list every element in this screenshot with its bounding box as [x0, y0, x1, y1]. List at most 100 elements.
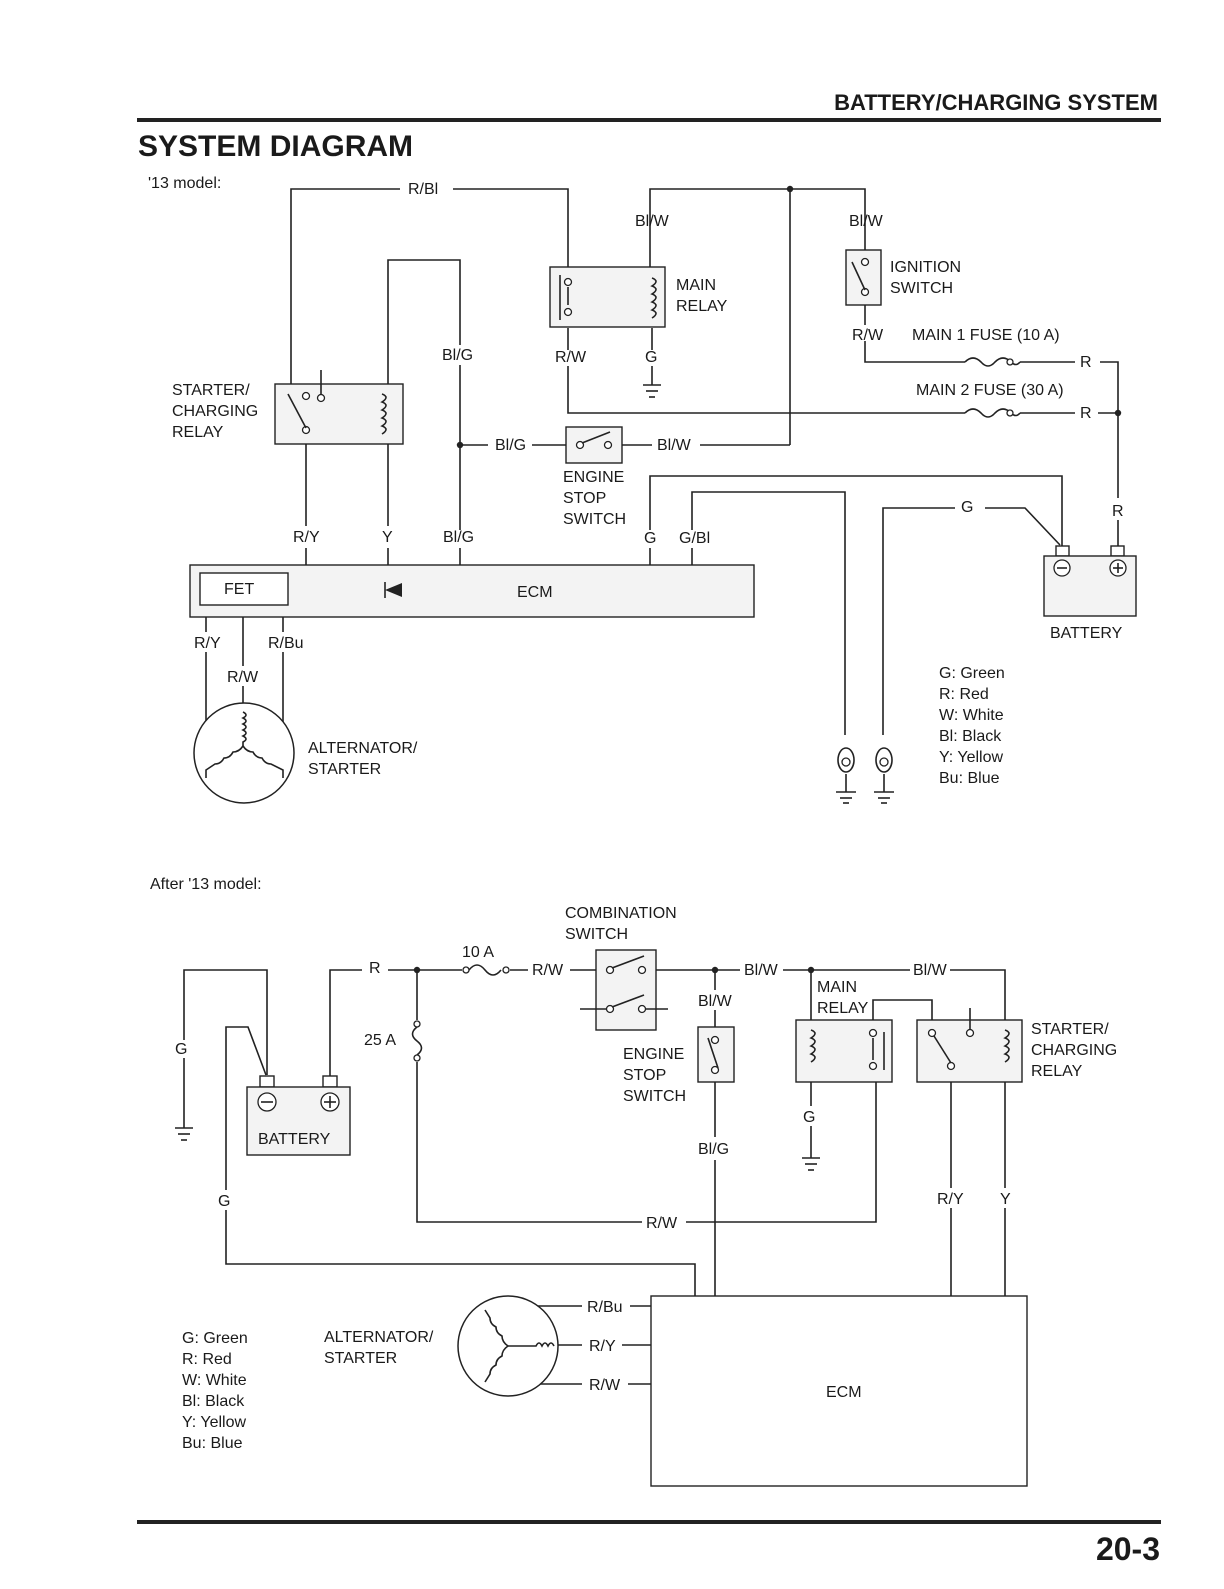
header-rule [137, 118, 1161, 122]
wire-label: Bl/G [442, 347, 473, 364]
main-relay-2013 [549, 266, 666, 328]
fet-box [199, 572, 289, 606]
engine-stop-label: ENGINE [623, 1046, 684, 1063]
wire-label: Bl/W [657, 437, 692, 454]
main-relay-label: MAIN [817, 979, 857, 996]
diagram-after-2013-model: After '13 model: [150, 876, 1117, 1487]
fet-label: FET [224, 581, 254, 598]
alternator-label: ALTERNATOR/ [308, 740, 418, 757]
wire-label: R/W [532, 962, 564, 979]
wire-label: G [175, 1041, 187, 1058]
engine-stop-label: SWITCH [623, 1088, 686, 1105]
ignition-switch-2013 [845, 249, 882, 306]
main1-fuse-symbol [964, 357, 1021, 367]
legend-item: Bu: Blue [182, 1435, 243, 1452]
engine-stop-label: SWITCH [563, 511, 626, 528]
engine-stop-switch-2013 [565, 426, 623, 464]
main-relay-label: RELAY [817, 1000, 869, 1017]
wire-label: Y [1000, 1191, 1011, 1208]
wire-label: R/W [555, 349, 587, 366]
wire-label: G [644, 530, 656, 547]
wire-label: R/Bu [587, 1299, 623, 1316]
starter-relay-label: STARTER/ [1031, 1021, 1109, 1038]
wire-label: R/Y [293, 529, 320, 546]
wire-label: R [1080, 405, 1092, 422]
wire-label: R/Bl [408, 181, 438, 198]
alternator-label: ALTERNATOR/ [324, 1329, 434, 1346]
section-title: BATTERY/CHARGING SYSTEM [834, 90, 1158, 115]
ecm-label: ECM [826, 1384, 862, 1401]
legend-item: Bl: Black [939, 728, 1002, 745]
legend-item: Bl: Black [182, 1393, 245, 1410]
wire-label: R/Y [589, 1338, 616, 1355]
page-title: SYSTEM DIAGRAM [138, 130, 413, 163]
wire-label: R/W [589, 1377, 621, 1394]
main2-fuse-symbol [964, 408, 1021, 418]
fuse-10a-symbol [462, 964, 510, 976]
main2-fuse-label: MAIN 2 FUSE (30 A) [916, 382, 1064, 399]
wire-label: R/Y [194, 635, 221, 652]
ignition-switch-label: IGNITION [890, 259, 961, 276]
wire-label: Bl/W [744, 962, 779, 979]
alternator-starter-after-2013 [457, 1295, 559, 1397]
ground-terminals-2013 [836, 747, 894, 804]
wire-label: R/W [852, 327, 884, 344]
battery-2013 [1043, 545, 1137, 617]
wire-label: G [803, 1109, 815, 1126]
legend-item: W: White [939, 707, 1004, 724]
starter-relay-label: RELAY [1031, 1063, 1083, 1080]
combination-switch-label: SWITCH [565, 926, 628, 943]
footer-rule [137, 1520, 1161, 1524]
wire-label: R [1112, 503, 1124, 520]
alternator-label: STARTER [324, 1350, 397, 1367]
main-relay-label: MAIN [676, 277, 716, 294]
wire-label: R/Bu [268, 635, 304, 652]
model-label-2013: '13 model: [148, 175, 221, 192]
battery-after-2013 [246, 1075, 351, 1156]
starter-charging-relay-2013 [274, 370, 404, 445]
combination-switch [580, 949, 668, 1031]
wire-label: Bl/G [443, 529, 474, 546]
ecm-after-2013 [650, 1295, 1028, 1487]
wire-label: Bl/G [495, 437, 526, 454]
wire-label: R [1080, 354, 1092, 371]
starter-relay-label: STARTER/ [172, 382, 250, 399]
starter-relay-label: CHARGING [1031, 1042, 1117, 1059]
starter-charging-relay-after-2013 [916, 1008, 1023, 1083]
engine-stop-label: ENGINE [563, 469, 624, 486]
wire-label: Y [382, 529, 393, 546]
ecm-2013 [189, 564, 755, 618]
wire-label: R [369, 960, 381, 977]
wire-label: R/Y [937, 1191, 964, 1208]
alternator-label: STARTER [308, 761, 381, 778]
legend-item: Y: Yellow [939, 749, 1004, 766]
color-legend-2013: G: Green R: Red W: White Bl: Black Y: Ye… [939, 665, 1005, 787]
diode-symbol [385, 583, 402, 597]
wire-label: Bl/W [849, 213, 884, 230]
engine-stop-label: STOP [563, 490, 606, 507]
engine-stop-switch-after-2013 [697, 1026, 735, 1083]
wire-label: R/W [227, 669, 259, 686]
wire-label: G/Bl [679, 530, 710, 547]
battery-label: BATTERY [1050, 625, 1123, 642]
starter-relay-label: RELAY [172, 424, 224, 441]
main1-fuse-label: MAIN 1 FUSE (10 A) [912, 327, 1060, 344]
wire-label: Bl/W [698, 993, 733, 1010]
ecm-label: ECM [517, 584, 553, 601]
legend-item: G: Green [939, 665, 1005, 682]
fuse-25a-label: 25 A [364, 1032, 396, 1049]
engine-stop-label: STOP [623, 1067, 666, 1084]
wire-label: Bl/G [698, 1141, 729, 1158]
page-number: 20-3 [1096, 1531, 1160, 1567]
wire-label: G [961, 499, 973, 516]
diagram-2013-model: '13 model: [148, 175, 1137, 804]
starter-relay-label: CHARGING [172, 403, 258, 420]
legend-item: R: Red [939, 686, 989, 703]
legend-item: W: White [182, 1372, 247, 1389]
legend-item: G: Green [182, 1330, 248, 1347]
wire-label: Bl/W [635, 213, 670, 230]
ignition-switch-label: SWITCH [890, 280, 953, 297]
combination-switch-label: COMBINATION [565, 905, 677, 922]
